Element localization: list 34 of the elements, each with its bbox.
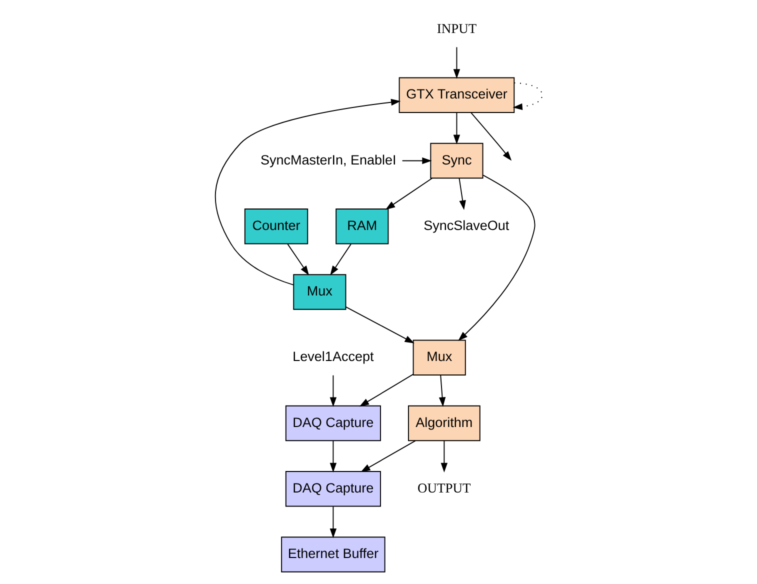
node-box: Sync bbox=[430, 142, 484, 179]
arrow bbox=[330, 506, 337, 538]
arrow bbox=[453, 46, 460, 79]
node-text: Level1Accept bbox=[292, 349, 374, 364]
node-box: GTX Transceiver bbox=[398, 77, 515, 113]
arrow bbox=[214, 98, 401, 286]
node-box: Mux bbox=[412, 340, 466, 376]
arrow bbox=[470, 112, 512, 161]
node-text: SyncSlaveOut bbox=[424, 218, 510, 233]
node-text: INPUT bbox=[436, 21, 477, 36]
arrow bbox=[330, 374, 337, 407]
arrow bbox=[287, 244, 310, 276]
arrow bbox=[438, 374, 446, 407]
arrow bbox=[458, 178, 466, 210]
arrow bbox=[360, 440, 416, 472]
node-text: SyncMasterIn, EnableI bbox=[260, 152, 396, 168]
arrow bbox=[330, 244, 352, 276]
node-box: Ethernet Buffer bbox=[281, 536, 386, 572]
arrow bbox=[359, 374, 414, 407]
arrow bbox=[402, 157, 432, 164]
node-box: Counter bbox=[244, 208, 308, 244]
arrow bbox=[512, 82, 543, 110]
node-box: RAM bbox=[336, 208, 389, 244]
node-box: Mux bbox=[293, 274, 346, 310]
arrow bbox=[440, 440, 448, 473]
node-box: DAQ Capture bbox=[285, 405, 381, 442]
arrow bbox=[330, 440, 337, 473]
arrow bbox=[385, 178, 433, 210]
node-box: Algorithm bbox=[408, 405, 480, 442]
arrow bbox=[453, 112, 460, 144]
arrow bbox=[345, 306, 414, 344]
node-box: DAQ Capture bbox=[285, 471, 381, 507]
arrow bbox=[458, 174, 536, 341]
node-text: OUTPUT bbox=[418, 480, 471, 496]
